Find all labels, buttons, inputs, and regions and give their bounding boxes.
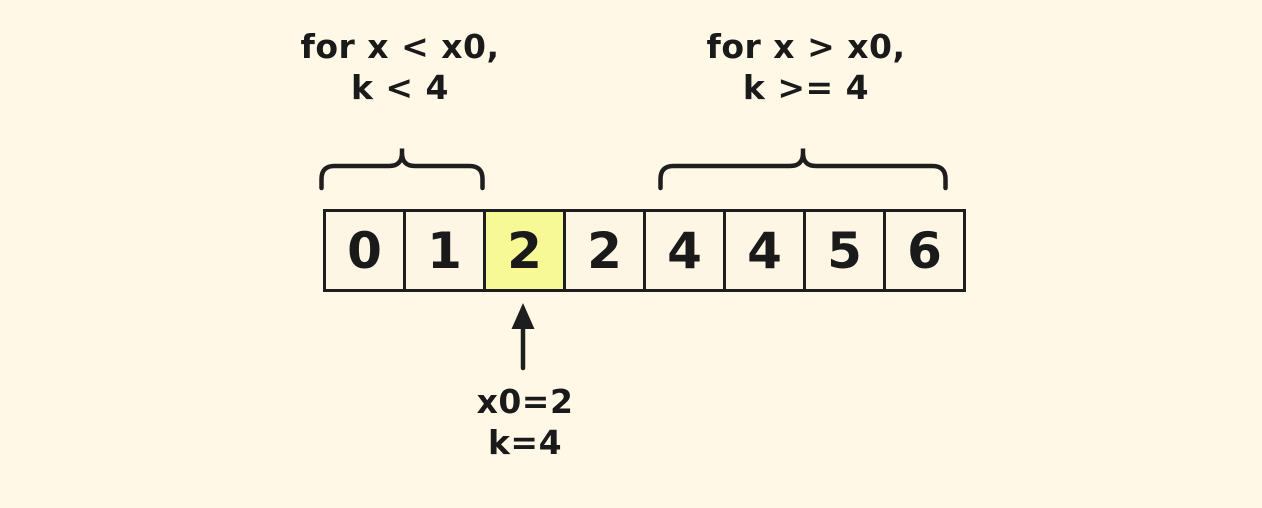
left-region-label-line2: k < 4 (350, 67, 450, 107)
array-row: 0 1 2 2 4 4 5 6 (323, 209, 966, 292)
left-brace-icon (319, 148, 485, 191)
pointer-label-line1: x0=2 (476, 382, 574, 421)
array-cell: 5 (803, 209, 886, 292)
array-cell: 4 (723, 209, 806, 292)
array-cell: 0 (323, 209, 406, 292)
right-brace-icon (658, 148, 948, 191)
up-arrow-icon (511, 303, 535, 371)
pointer-label-line2: k=4 (487, 423, 563, 463)
left-region-label: for x < x0, k < 4 (290, 27, 510, 108)
array-cell: 6 (883, 209, 966, 292)
left-region-label-line1: for x < x0, (300, 27, 500, 66)
right-region-label-line1: for x > x0, (706, 27, 906, 66)
right-region-label: for x > x0, k >= 4 (696, 27, 916, 108)
array-cell: 1 (403, 209, 486, 292)
array-cell-highlighted: 2 (483, 209, 566, 292)
array-cell: 4 (643, 209, 726, 292)
pointer-label: x0=2 k=4 (425, 381, 625, 464)
right-region-label-line2: k >= 4 (742, 67, 870, 107)
array-cell: 2 (563, 209, 646, 292)
